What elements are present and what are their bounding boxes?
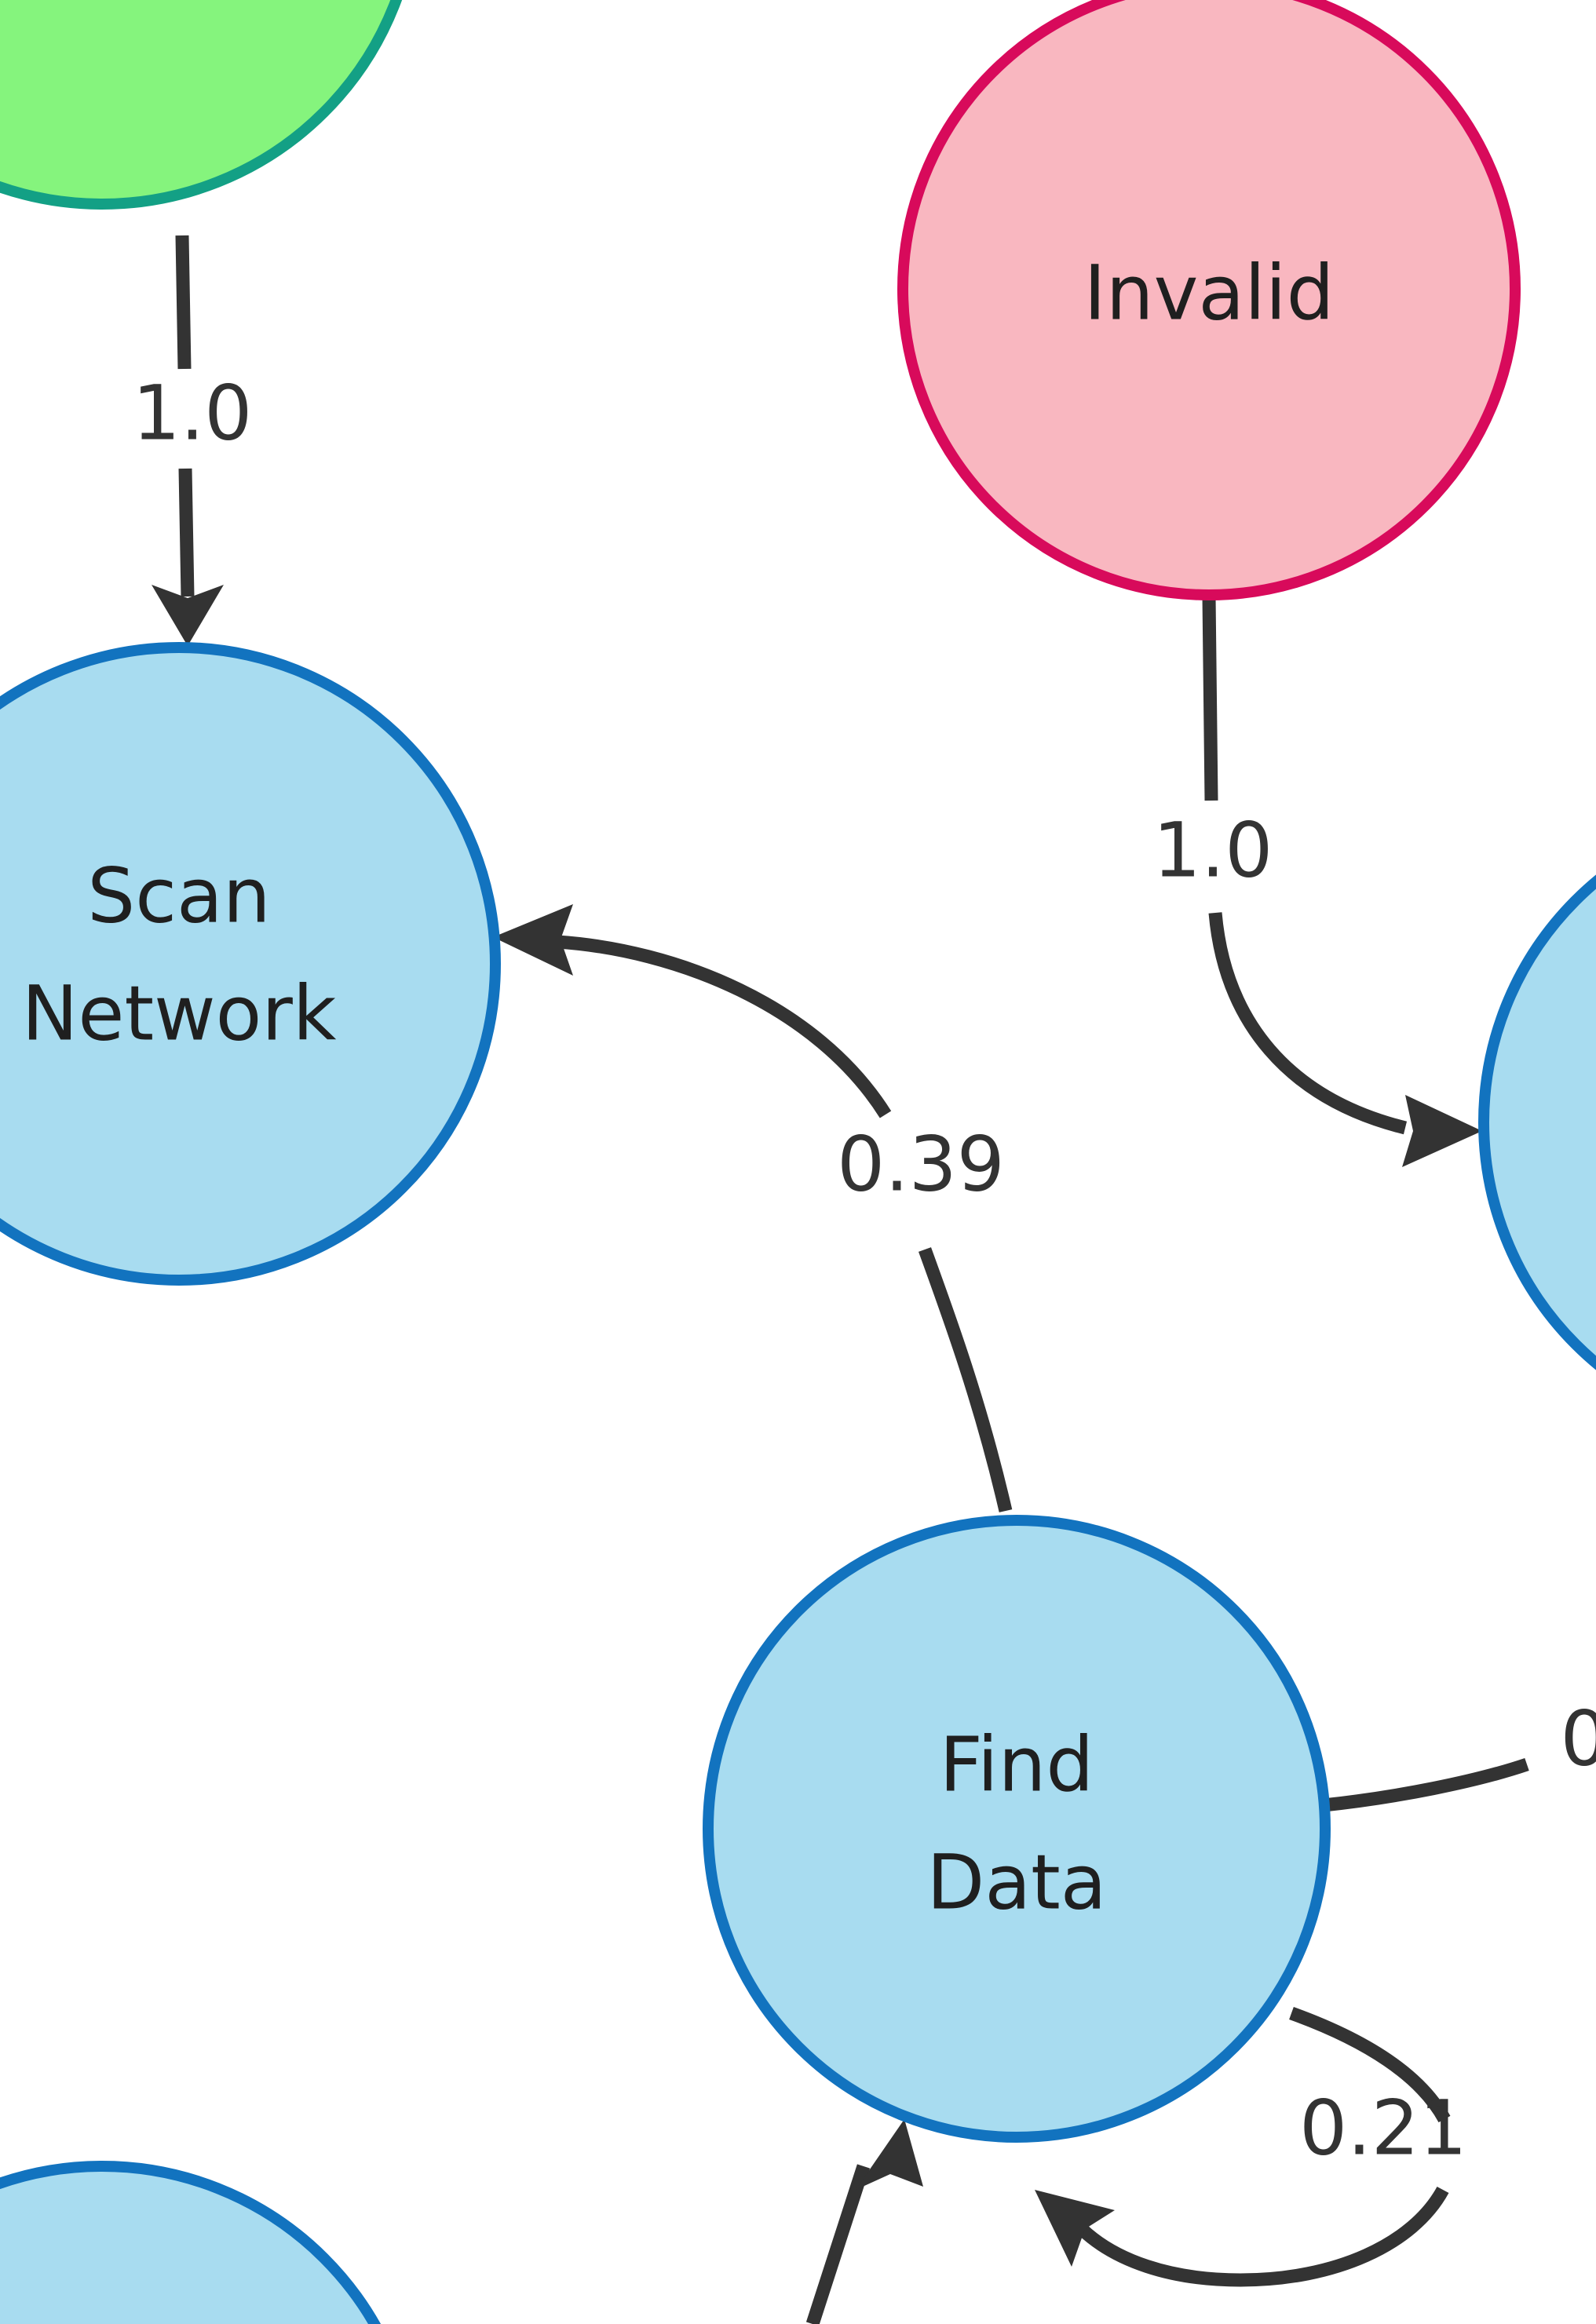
edge-line [1289,2007,1451,2123]
arrowhead-icon [856,2119,923,2190]
node-label-line-1: Find [940,1720,1094,1808]
node-shape [1478,874,1596,1370]
edge-green-to-scan[interactable]: 1.0 [133,235,253,646]
edge-find-to-right-offscreen[interactable]: 0 [1323,1695,1596,1812]
edge-line [1077,2186,1449,2287]
arrowhead-icon [152,585,224,646]
edge-line [805,2164,871,2324]
node-shape [0,0,403,210]
node-green-partial[interactable] [0,0,416,210]
node-invalid[interactable]: Invalid [897,0,1521,600]
node-shape [0,2161,381,2324]
edge-find-to-scan[interactable]: 0.39 [493,904,1013,1512]
node-bottom-left-partial[interactable] [0,2161,416,2324]
edge-weight-label: 1.0 [1153,806,1273,894]
edge-find-data-self-loop[interactable]: 0.21 [1035,2007,1467,2287]
edge-invalid-to-right[interactable]: 1.0 [1153,596,1482,1167]
edge-line [919,1247,1013,1512]
edge-weight-label: 0.39 [837,1120,1005,1208]
node-find-data[interactable]: Find Data [703,1515,1331,2143]
arrowhead-icon [1035,2190,1115,2267]
node-shape [0,642,501,1286]
node-label-line-2: Network [22,969,337,1057]
node-right-partial[interactable] [1478,808,1596,1436]
edge-offscreen-to-find[interactable] [805,2119,923,2324]
edge-line [1202,596,1218,801]
node-shape [703,1515,1331,2143]
edge-line [557,935,892,1118]
arrowhead-icon [493,904,573,976]
node-label-line-2: Data [926,1838,1106,1926]
node-label: Invalid [1083,249,1334,337]
edge-line [1208,912,1408,1135]
edge-line [1323,1757,1529,1812]
node-shape [897,0,1521,600]
arrowhead-icon [1402,1095,1482,1167]
edge-weight-label: 0 [1560,1695,1596,1782]
edge-line [178,468,195,597]
edge-weight-label: 0.21 [1299,2084,1467,2172]
node-scan-network[interactable]: Scan Network [0,642,501,1286]
node-label-line-1: Scan [87,852,270,939]
edge-weight-label: 1.0 [133,369,253,457]
edge-line [175,235,192,370]
